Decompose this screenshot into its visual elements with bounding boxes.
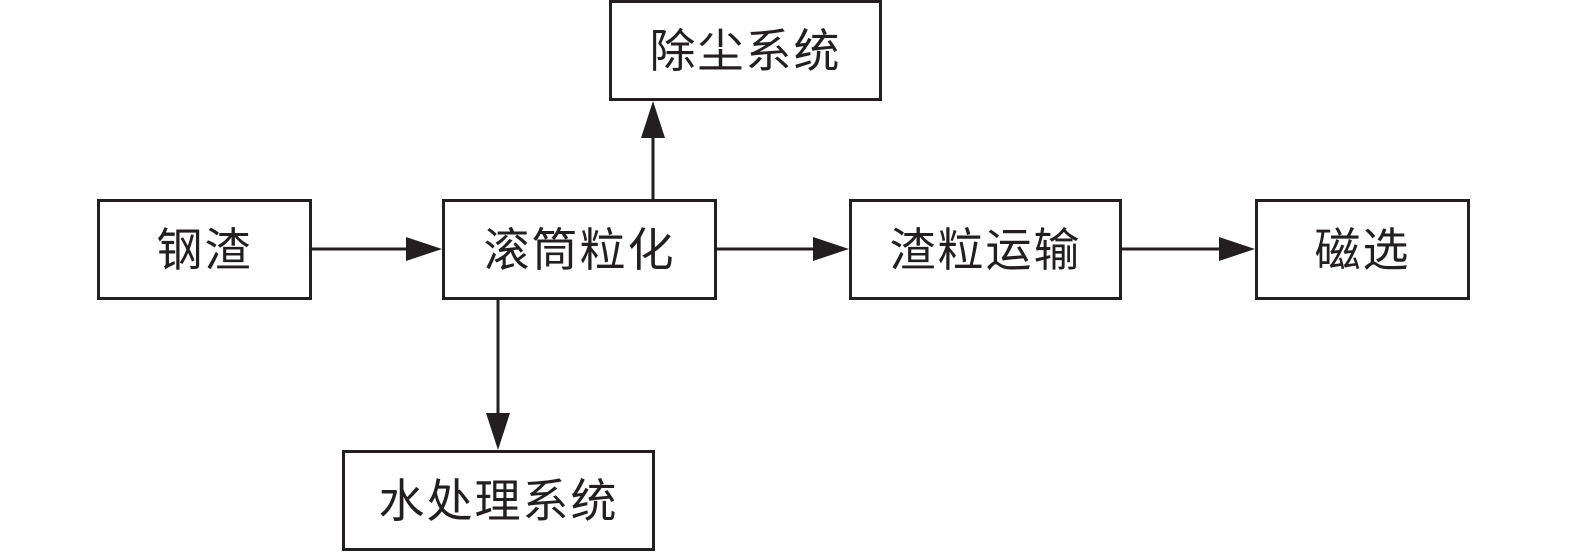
drum-granulation-label: 滚筒粒化 <box>483 222 676 277</box>
slag-particle-transport-label: 渣粒运输 <box>889 222 1082 277</box>
arrowhead-drum-granulation-to-slag-transport <box>813 237 849 261</box>
drum-granulation-box: 滚筒粒化 <box>442 199 717 300</box>
arrowhead-drum-granulation-to-dust-removal <box>641 101 665 138</box>
water-treatment-system-label: 水处理系统 <box>378 473 619 528</box>
arrowhead-drum-granulation-to-water-treatment <box>486 413 510 450</box>
magnetic-separation-box: 磁选 <box>1255 199 1470 300</box>
dust-removal-system-box: 除尘系统 <box>609 0 882 101</box>
water-treatment-system-box: 水处理系统 <box>342 450 655 551</box>
magnetic-separation-label: 磁选 <box>1314 222 1411 277</box>
slag-particle-transport-box: 渣粒运输 <box>849 199 1122 300</box>
arrowhead-steel-slag-to-drum-granulation <box>406 237 442 261</box>
dust-removal-system-label: 除尘系统 <box>649 23 842 78</box>
steel-slag-box: 钢渣 <box>97 199 312 300</box>
steel-slag-label: 钢渣 <box>156 222 253 277</box>
arrowhead-slag-transport-to-magnetic-separation <box>1219 237 1255 261</box>
